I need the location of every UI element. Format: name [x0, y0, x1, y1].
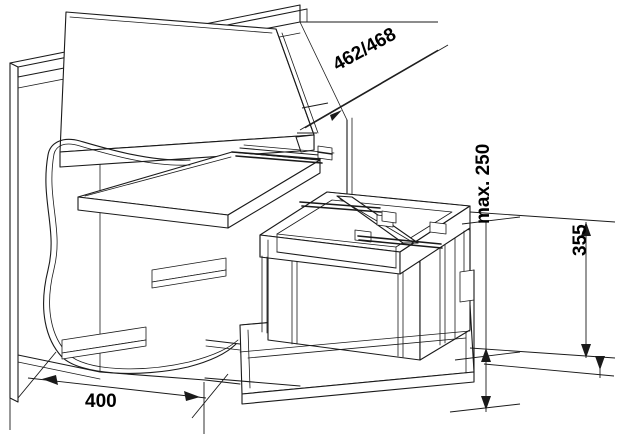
bin-frame-support-rails — [261, 227, 475, 334]
dimension-label-355: 355 — [570, 224, 591, 256]
cabinet-worktop — [59, 11, 319, 168]
dimension-depth-462-468 — [297, 21, 449, 134]
dimension-355 — [469, 211, 616, 378]
pull-out-top-panel — [77, 151, 321, 229]
dimension-max-250 — [449, 216, 521, 413]
dimension-label-400: 400 — [85, 391, 117, 412]
dimension-label-max-250: max. 250 — [473, 143, 494, 224]
bin-frame-rim — [259, 191, 471, 275]
bottom-guide-rails — [204, 330, 471, 387]
interior-support-brackets — [61, 257, 227, 360]
top-drawer-runners — [231, 144, 335, 164]
dimension-400 — [9, 351, 229, 434]
